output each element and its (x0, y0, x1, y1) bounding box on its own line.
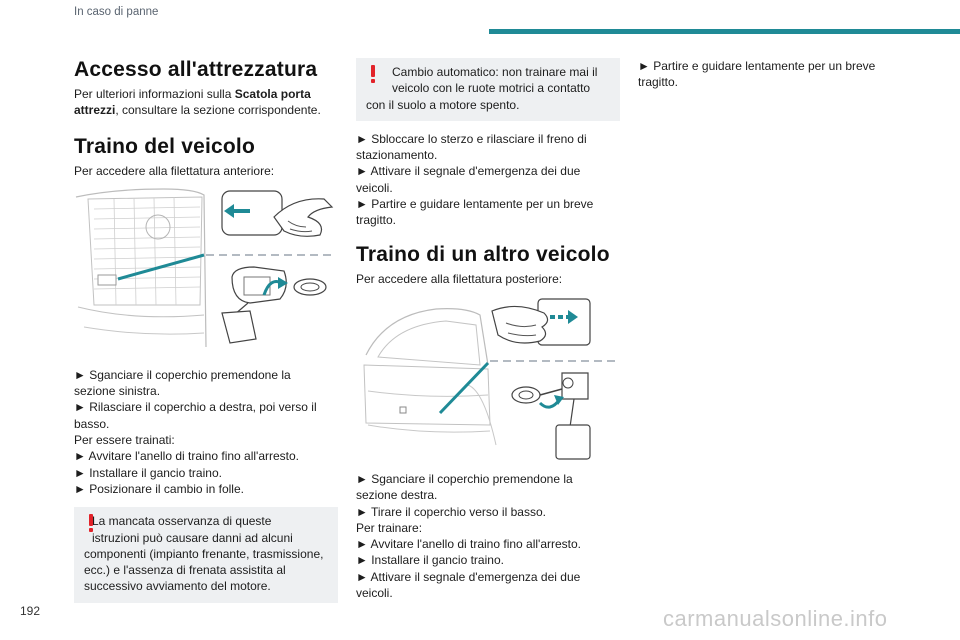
list-item: ► Posizionare il cambio in folle. (74, 481, 244, 496)
warning-line: Cambio automatico: non trainare mai il (392, 65, 598, 79)
list-item: ► Sbloccare lo sterzo e rilasciare il fr… (356, 131, 587, 146)
running-header: In caso di panne (74, 6, 159, 18)
list-item: ► Partire e guidare lentamente per un br… (638, 59, 876, 73)
list-item: ► Tirare il coperchio verso il basso. (356, 504, 546, 519)
warning-note-towing: La mancata osservanza di queste istruzio… (74, 507, 338, 603)
list-item: ► Installare il gancio traino. (74, 465, 222, 480)
warning-line: veicolo con le ruote motrici a contatto (392, 81, 591, 96)
towing-intro: Per accedere alla filettatura anteriore: (74, 163, 275, 178)
list-item: ► Sganciare il coperchio premendone la (356, 471, 573, 486)
middle-column: Cambio automatico: non trainare mai il v… (356, 58, 620, 601)
list-item: basso. (74, 416, 110, 431)
list-item: stazionamento. (356, 148, 438, 163)
access-link-tool-box: Scatola porta (234, 87, 311, 101)
access-text-1: Per ulteriori informazioni sulla (74, 87, 235, 101)
list-item: veicoli. (356, 180, 393, 195)
front-towing-illustration (74, 187, 336, 357)
list-item: Per trainare: (356, 520, 423, 535)
warning-line: istruzioni può causare danni ad alcuni (92, 530, 293, 545)
other-intro: Per accedere alla filettatura posteriore… (356, 271, 563, 286)
heading-towing: Traino del veicolo (74, 134, 255, 158)
warning-line: successivo avviamento del motore. (84, 579, 271, 594)
heading-access-tools: Accesso all'attrezzatura (74, 58, 318, 81)
towing-steps: ► Sganciare il coperchio premendone la s… (74, 367, 338, 497)
header-accent-bar (489, 29, 960, 34)
list-item: ► Attivare il segnale d'emergenza dei du… (356, 569, 581, 584)
list-item: sezione destra. (356, 488, 438, 503)
warning-line: La mancata osservanza di queste (92, 514, 272, 529)
list-item: ► Attivare il segnale d'emergenza dei du… (356, 164, 581, 179)
list-item: ► Avvitare l'anello di traino fino all'a… (356, 537, 582, 552)
list-item: ► Sganciare il coperchio premendone la (74, 367, 291, 382)
access-link-tool-box-2: attrezzi (74, 103, 116, 118)
list-item: ► Installare il gancio traino. (356, 553, 504, 568)
other-steps: ► Sganciare il coperchio premendone la s… (356, 471, 620, 601)
access-paragraph: Per ulteriori informazioni sulla Scatola… (74, 86, 338, 119)
watermark-logo: carmanualsonline.info (663, 606, 888, 631)
front-car-drawing (75, 188, 336, 347)
page-number: 192 (20, 604, 41, 618)
heading-towing-other: Traino di un altro veicolo (356, 242, 610, 266)
rear-towing-illustration (356, 295, 618, 463)
list-item: ► Partire e guidare lentamente per un br… (356, 197, 594, 212)
list-item: ► Rilasciare il coperchio a destra, poi … (74, 400, 317, 415)
warning-icon (370, 65, 376, 83)
warning-line: con il suolo a motore spento. (366, 97, 520, 112)
list-item: tragitto. (638, 75, 679, 90)
list-item: Per essere trainati: (74, 433, 175, 448)
list-item: ► Avvitare l'anello di traino fino all'a… (74, 449, 300, 464)
warning-icon (88, 514, 94, 533)
towing-steps-continued: ► Sbloccare lo sterzo e rilasciare il fr… (356, 131, 620, 229)
warning-line: ecc.) e l'assenza di frenata assistita a… (84, 563, 286, 578)
left-column: Accesso all'attrezzatura Per ulteriori i… (74, 58, 338, 603)
list-item: veicoli. (356, 586, 393, 601)
list-item: tragitto. (356, 213, 397, 228)
access-text-2: , consultare la sezione corrispondente. (115, 103, 321, 118)
warning-line: componenti (impianto frenante, trasmissi… (84, 546, 324, 561)
warning-note-automatic: Cambio automatico: non trainare mai il v… (356, 58, 620, 121)
list-item: sezione sinistra. (74, 384, 161, 399)
rear-car-drawing (363, 298, 618, 460)
right-column: ► Partire e guidare lentamente per un br… (638, 58, 902, 91)
